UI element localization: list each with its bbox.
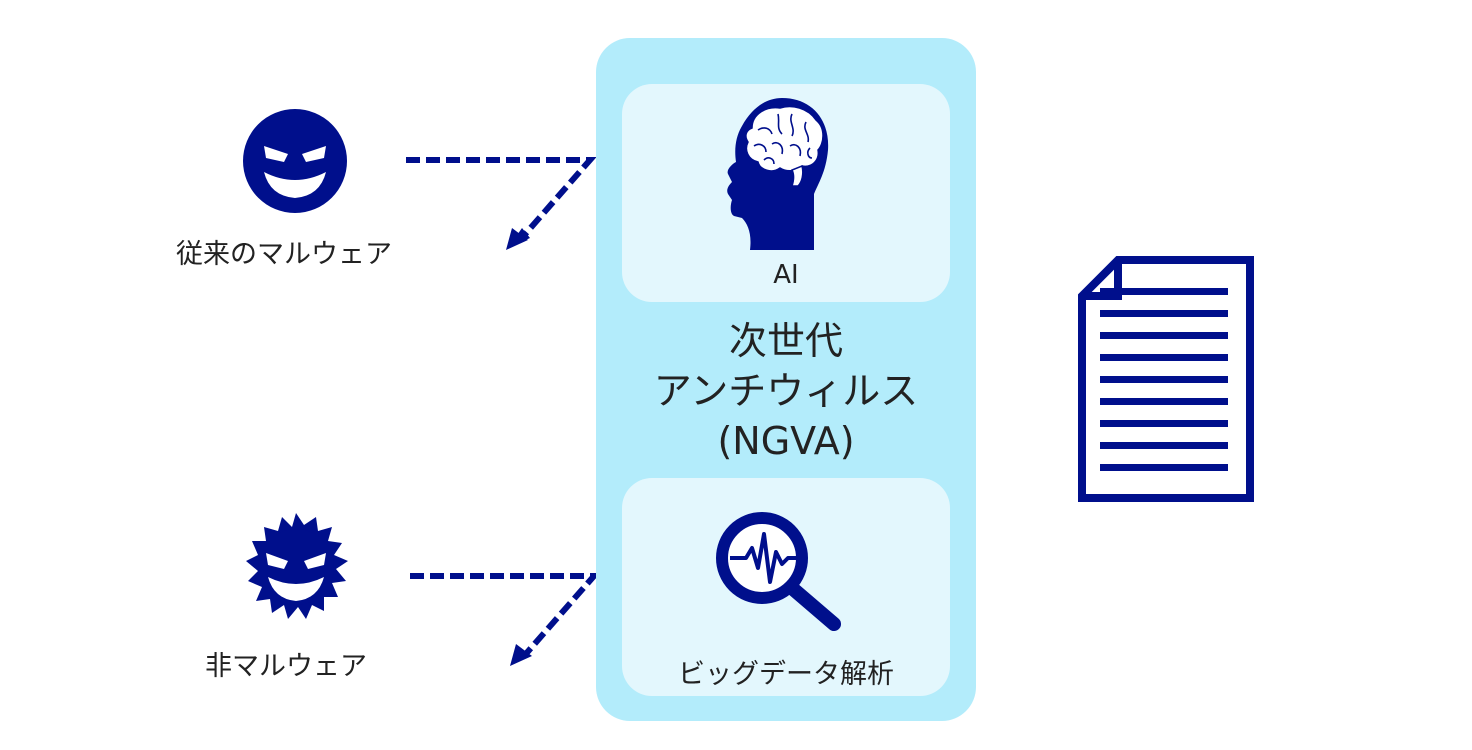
virus-face-icon: [246, 513, 348, 619]
conventional-malware-label: 従来のマルウェア: [176, 239, 392, 270]
evil-face-icon: [243, 109, 347, 213]
magnifier-waveform-icon: [716, 512, 841, 631]
brain-head-icon: [727, 98, 829, 250]
big-data-label: ビッグデータ解析: [678, 659, 894, 690]
arrow-non-malware-to-ngva: [410, 573, 601, 666]
arrow-conventional-to-ngva: [406, 157, 597, 250]
document-icon: [1078, 256, 1254, 502]
non-malware-label: 非マルウェア: [205, 651, 367, 682]
ngva-title-line-1: 次世代: [728, 319, 843, 363]
ngva-title-line-3: (NGVA): [717, 419, 855, 463]
ngva-panel: AI 次世代 アンチウィルス (NGVA) ビッグデータ解析: [596, 38, 976, 721]
ngva-title-line-2: アンチウィルス: [653, 369, 919, 413]
ai-label: AI: [773, 260, 799, 290]
ngva-title: 次世代 アンチウィルス (NGVA): [596, 316, 976, 466]
